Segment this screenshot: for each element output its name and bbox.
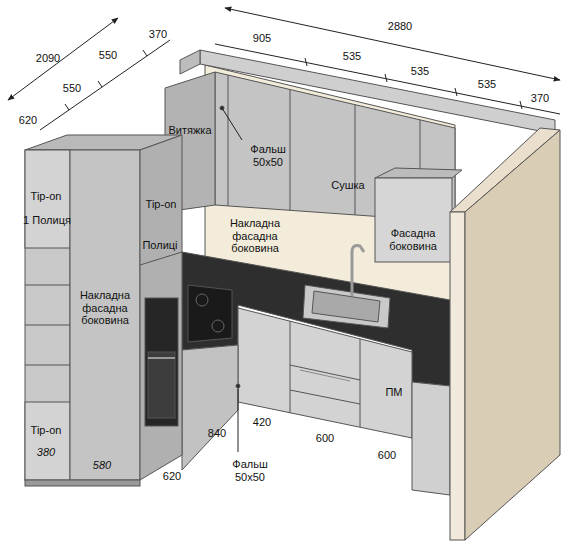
dimension-label: 600 (378, 449, 396, 462)
part-label: Фальш 50x50 (245, 143, 291, 168)
dimension-label: 420 (253, 416, 271, 429)
part-label: Фальш 50x50 (227, 458, 273, 483)
dimension-label: 580 (93, 459, 111, 472)
dimension-label: 2090 (36, 52, 60, 65)
part-label: Tip-on (31, 190, 62, 203)
dimension-label: 550 (63, 82, 81, 95)
oven (145, 298, 178, 426)
dimension-label: 535 (411, 65, 429, 78)
open-shelving (25, 150, 70, 480)
dimension-label: 905 (253, 32, 271, 45)
tall-cabinet (70, 150, 140, 480)
tall-side (140, 135, 182, 480)
part-label: Фасадна боковина (378, 227, 448, 252)
dimension-label: 600 (316, 432, 334, 445)
base-cabinets (238, 308, 412, 438)
dimension-line (215, 44, 560, 114)
part-label: Витяжка (168, 124, 211, 137)
dimension-label: 550 (99, 49, 117, 62)
dimension-label: 840 (208, 427, 226, 440)
dimension-label: 370 (149, 28, 167, 41)
cooktop (188, 285, 232, 342)
wall-side (465, 130, 560, 540)
dimension-line (225, 8, 560, 80)
dimension-label: 620 (19, 114, 37, 127)
part-label: Tip-on (146, 198, 177, 211)
leader-dot (236, 384, 240, 388)
wall-front (450, 212, 465, 540)
part-label: 1 Полиця (23, 214, 71, 227)
dimension-label: 620 (163, 470, 181, 483)
part-label: Полиці (142, 239, 177, 252)
dimension-label: 535 (478, 78, 496, 91)
base-side (182, 345, 238, 470)
sink (303, 285, 390, 328)
part-label: Сушка (331, 179, 364, 192)
faucet (352, 246, 364, 296)
dimension-label: 380 (37, 446, 55, 459)
dimension-label: 535 (343, 50, 361, 63)
part-label: ПМ (385, 386, 402, 399)
dimension-label: 370 (531, 92, 549, 105)
part-label: Tip-on (31, 424, 62, 437)
drying-cabinet (375, 178, 452, 262)
dimension-label: 2880 (388, 20, 412, 33)
part-label: Накладна фасадна боковина (218, 217, 292, 255)
dishwasher (412, 382, 450, 495)
part-label: Накладна фасадна боковина (72, 289, 138, 327)
soffit-end (180, 50, 200, 74)
